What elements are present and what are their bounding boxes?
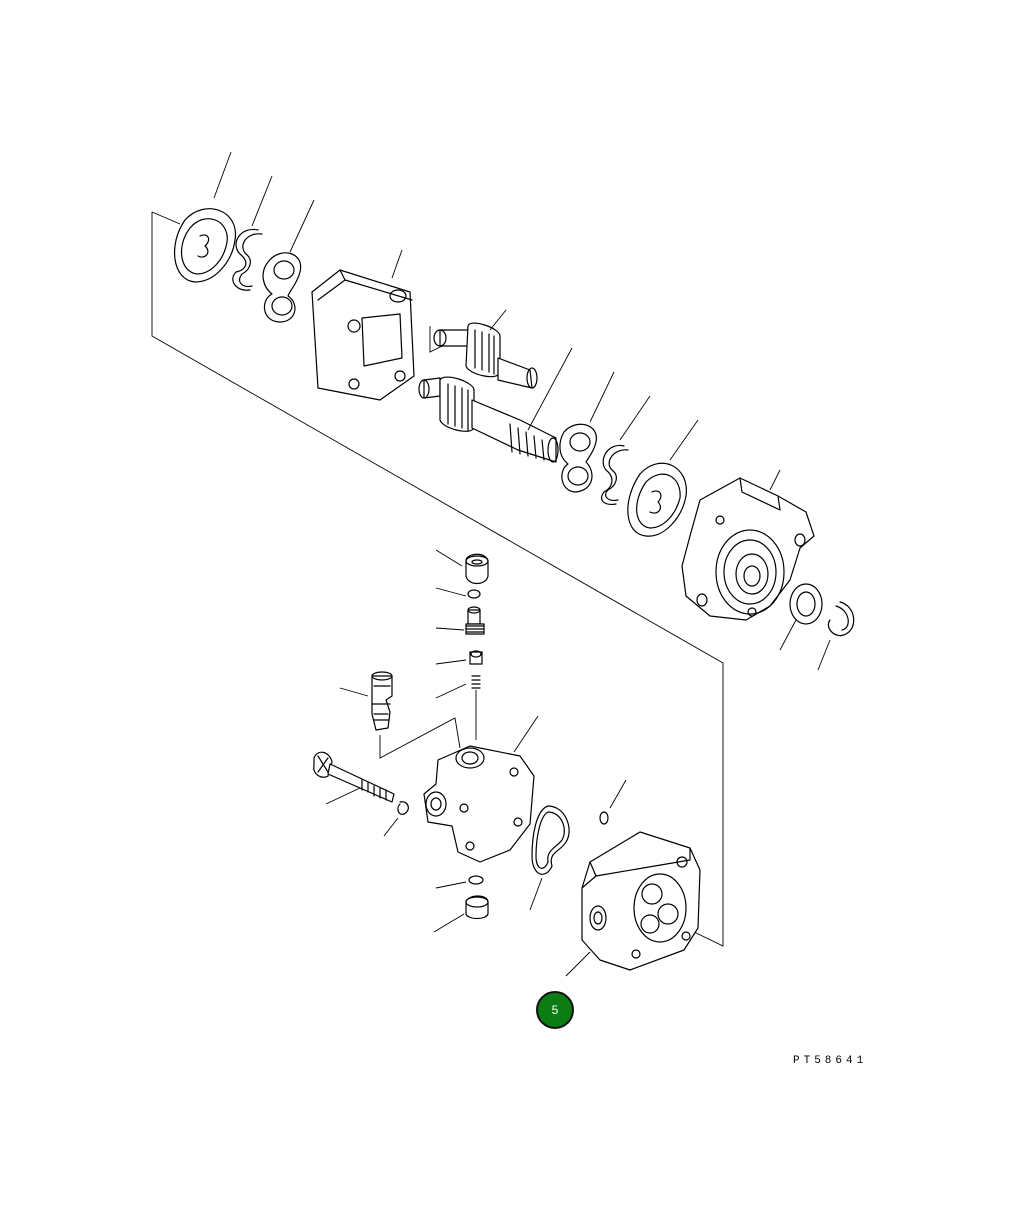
callout-number-text: 5 (551, 1003, 559, 1017)
gasket-ring-lower (627, 419, 699, 537)
small-o-ring (599, 779, 627, 825)
driven-gear (433, 309, 538, 389)
mounting-flange-cover (681, 469, 815, 621)
snap-ring-upper (232, 175, 273, 291)
gasket-ring-upper (173, 151, 236, 283)
drawing-code-label: PT58641 (793, 1055, 868, 1067)
oil-seal (779, 583, 823, 651)
callout-number-badge: 5 (536, 991, 574, 1029)
retaining-ring (817, 601, 855, 671)
body-gasket (529, 805, 570, 911)
relief-valve-plug (435, 549, 489, 585)
drive-gear-shaft (418, 347, 573, 463)
valve-spring-seat (435, 606, 485, 635)
snap-ring-lower (601, 395, 651, 505)
gear-case (311, 249, 415, 401)
valve-poppet (435, 650, 483, 665)
thrust-plate-lower (559, 371, 615, 493)
union-fitting (339, 671, 393, 731)
rear-cover (423, 715, 539, 863)
washer (383, 801, 409, 837)
pump-body (565, 831, 701, 977)
drain-plug (433, 895, 489, 933)
o-ring-2 (435, 875, 484, 889)
through-bolt (313, 751, 395, 805)
thrust-plate-upper (262, 199, 315, 323)
o-ring-1 (435, 587, 481, 599)
valve-spring (435, 675, 481, 740)
